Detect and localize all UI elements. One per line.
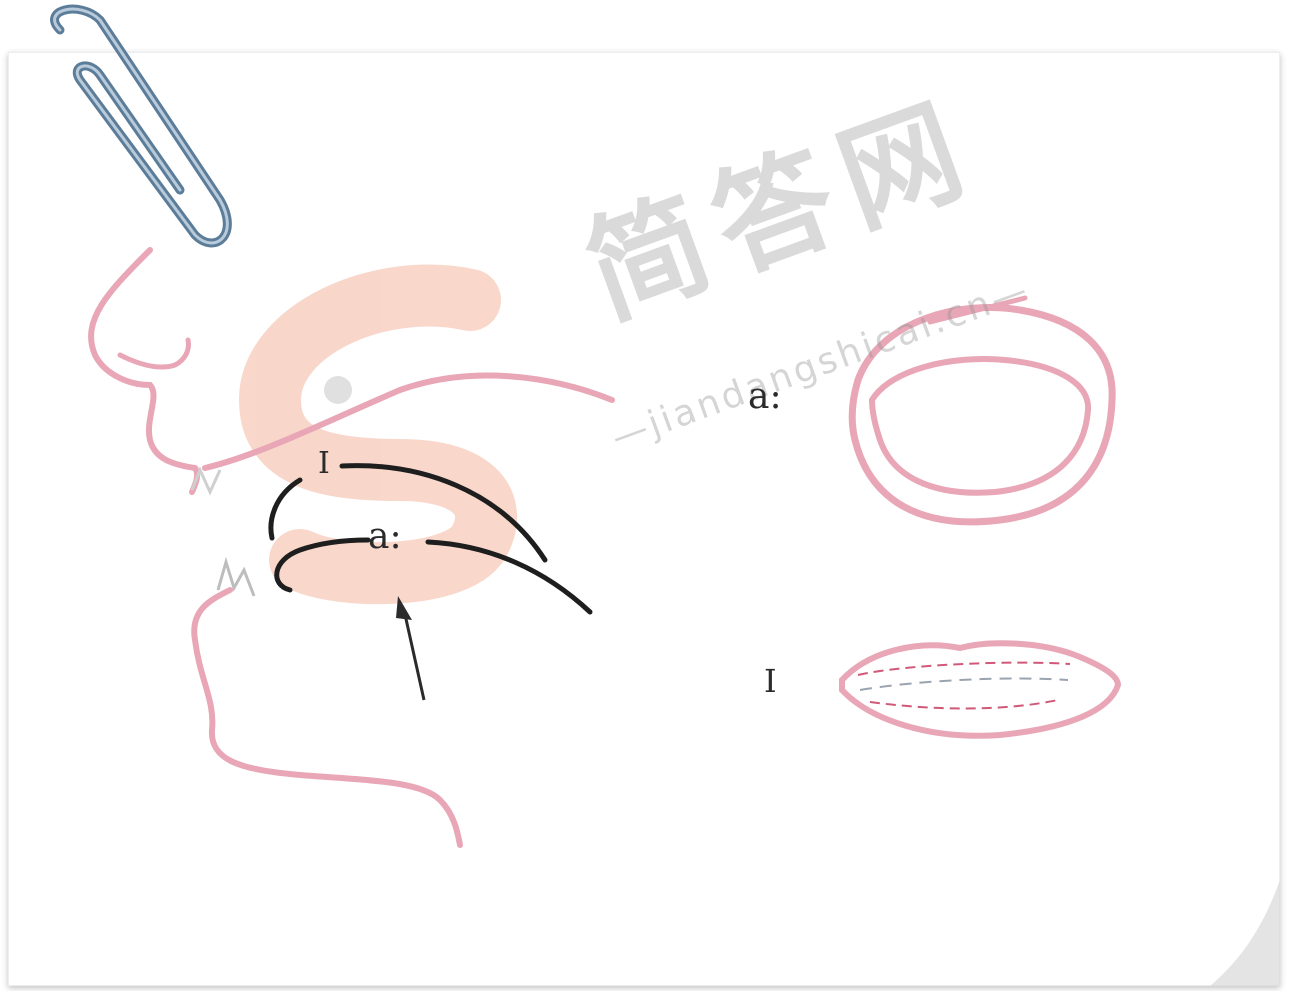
page-curl [1210,880,1280,986]
lips-spread-i [839,640,1122,739]
lower-teeth [216,556,256,597]
label-lips-a: a: [748,376,782,417]
label-tongue-i: I [318,446,330,481]
nostril-line [117,337,191,370]
label-tongue-a: a: [368,516,402,557]
arrow-icon [396,596,426,701]
paperclip-icon [50,4,232,248]
tongue-curve-a-back [425,539,593,615]
face-profile-lower [191,587,463,848]
upper-teeth [190,466,222,496]
face-profile-upper [88,247,201,495]
label-lips-i: I [764,662,777,700]
palate-line [202,372,615,471]
tongue-curve-i-back [339,463,548,563]
lips-open-a [848,295,1116,526]
tongue-curve-a [274,537,371,593]
tongue-curve-i [268,477,303,541]
